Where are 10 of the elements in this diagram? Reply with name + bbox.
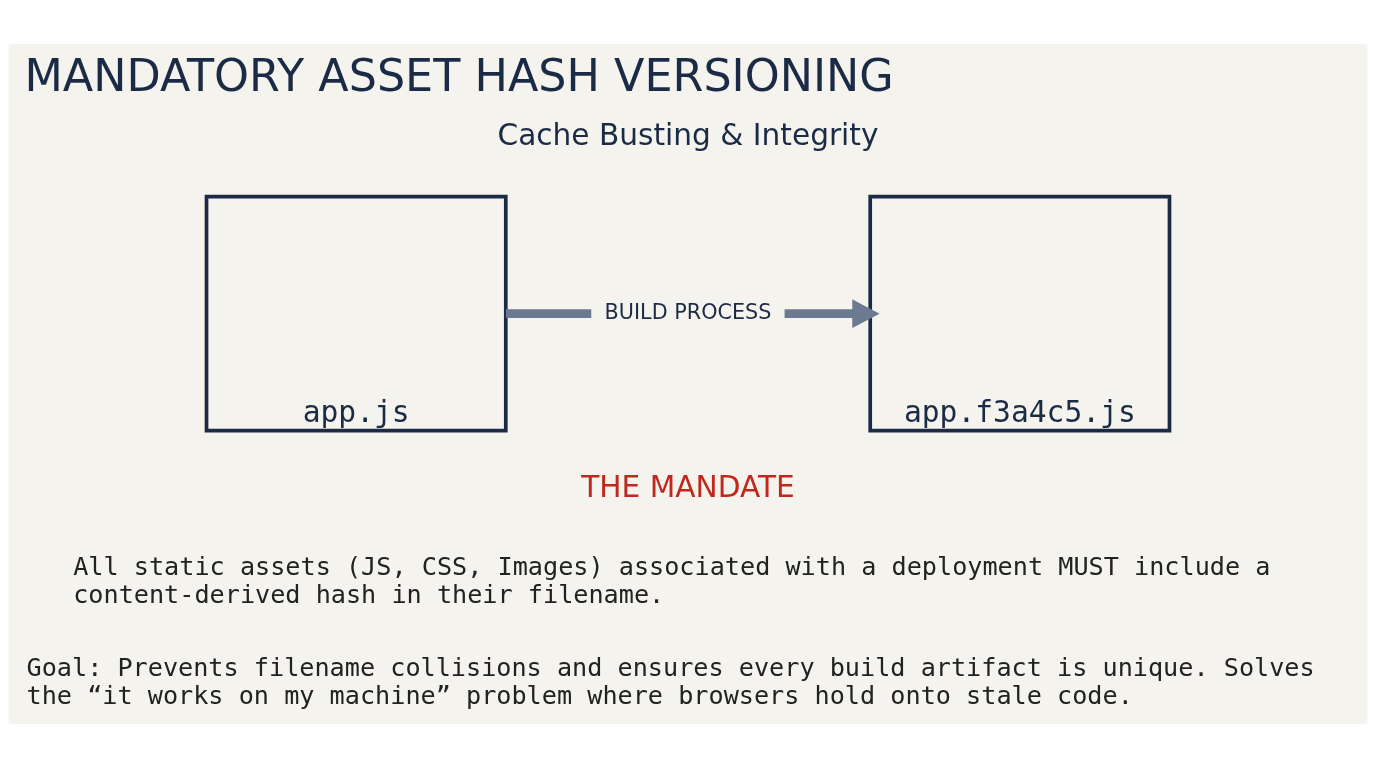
diagram-title: MANDATORY ASSET HASH VERSIONING xyxy=(24,50,894,102)
node-text: BUILD PROCESS xyxy=(604,300,772,325)
node-box: app.f3a4c5.js xyxy=(868,194,1172,433)
connector xyxy=(505,309,592,319)
node-box: app.js xyxy=(204,194,508,433)
label: Cache Busting & Integrity xyxy=(497,117,879,152)
label: All static assets (JS, CSS, Images) associated with a deployment MUST include a content-derived hash in their filename. xyxy=(73,552,1271,610)
label: Goal: Prevents filename collisions and ensures every build artifact is unique. Solves the “it works on my machine” problem where browsers hold onto stale code. xyxy=(26,653,1315,711)
label: THE MANDATE xyxy=(581,470,795,505)
arrow xyxy=(784,299,880,328)
